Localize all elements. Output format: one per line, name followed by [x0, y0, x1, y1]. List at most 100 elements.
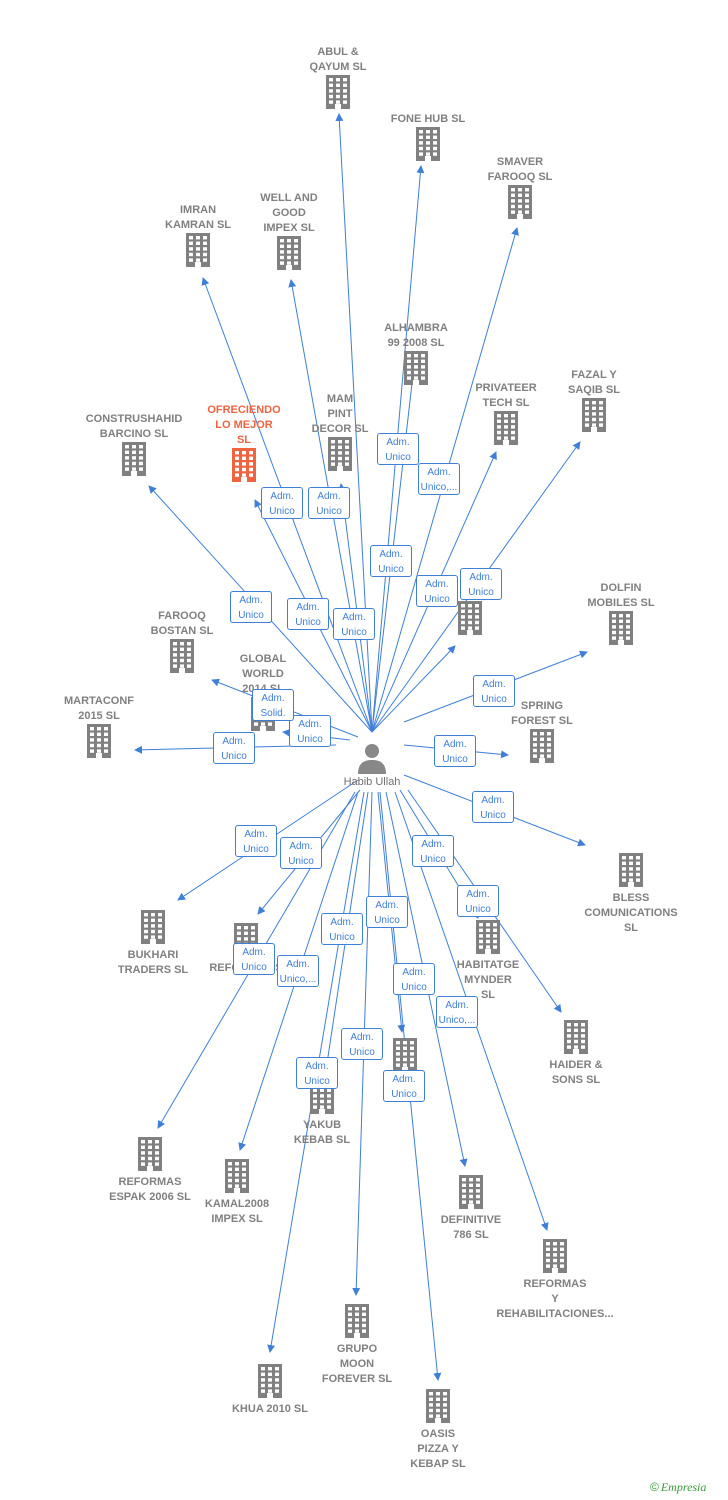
role-line1: Adm. [379, 549, 403, 560]
building-icon [345, 1304, 369, 1338]
company-node-bless[interactable]: BLESS COMUNICATIONS SL [566, 853, 696, 936]
role-tag[interactable]: Adm.Unico [333, 608, 375, 640]
company-label: ALHAMBRA 99 2008 SL [384, 322, 448, 349]
role-tag[interactable]: Adm.Unico [393, 963, 435, 995]
role-tag[interactable]: Adm.Unico [434, 735, 476, 767]
company-node-fonehub[interactable]: FONE HUB SL [363, 112, 493, 161]
role-line1: Adm. [402, 967, 426, 978]
company-node-fazal[interactable]: FAZAL Y SAQIB SL [529, 368, 659, 432]
role-tag[interactable]: Adm.Unico [233, 943, 275, 975]
company-node-reformasy[interactable]: REFORMAS Y REHABILITACIONES... [490, 1239, 620, 1322]
company-node-definitive[interactable]: DEFINITIVE 786 SL [406, 1175, 536, 1243]
building-icon [582, 398, 606, 432]
company-node-construshahid[interactable]: CONSTRUSHAHID BARCINO SL [69, 412, 199, 476]
company-node-kamal[interactable]: KAMAL2008 IMPEX SL [172, 1159, 302, 1227]
company-node-privateer[interactable]: PRIVATEER TECH SL [441, 381, 571, 445]
role-tag[interactable]: Adm.Unico [460, 568, 502, 600]
company-node-reformasespak[interactable]: REFORMAS ESPAK 2006 SL [85, 1137, 215, 1205]
role-tag[interactable]: Adm.Unico [280, 837, 322, 869]
role-tag[interactable]: Adm.Unico [321, 913, 363, 945]
role-line1: Adm. [481, 795, 505, 806]
role-tag[interactable]: Adm.Unico [230, 591, 272, 623]
role-tag[interactable]: Adm.Unico [289, 715, 331, 747]
company-label: GRUPO MOON FOREVER SL [321, 1343, 393, 1385]
center-person[interactable]: Habib Ullah [312, 742, 432, 788]
role-tag[interactable]: Adm.Unico [412, 835, 454, 867]
company-node-ofreciendo[interactable]: OFRECIENDO LO MEJOR SL [179, 403, 309, 482]
role-tag[interactable]: Adm.Unico [370, 545, 412, 577]
building-icon [564, 1020, 588, 1054]
company-label: OASIS PIZZA Y KEBAP SL [410, 1428, 466, 1470]
company-node-imran[interactable]: IMRAN KAMRAN SL [133, 203, 263, 267]
role-line2: Unico,... [438, 1015, 476, 1026]
company-label: HABITATGE MYNDER SL [456, 959, 520, 1001]
role-line2: Unico [241, 962, 267, 973]
company-label: REFORMAS ESPAK 2006 SL [109, 1176, 191, 1203]
role-line2: Unico [304, 1076, 330, 1087]
building-icon [404, 351, 428, 385]
role-tag[interactable]: Adm. Unico [377, 433, 419, 465]
company-node-habitatge[interactable]: HABITATGE MYNDER SL [423, 920, 553, 1003]
building-icon [225, 1159, 249, 1193]
role-tag[interactable]: Adm.Solid. [252, 689, 294, 721]
role-line1: Adm. [330, 917, 354, 928]
role-tag[interactable]: Adm.Unico [366, 896, 408, 928]
company-node-khua[interactable]: KHUA 2010 SL [205, 1364, 335, 1417]
company-node-spring[interactable]: SPRING FOREST SL [477, 699, 607, 763]
role-line2: Unico [391, 1089, 417, 1100]
role-tag[interactable]: Adm.Unico [383, 1070, 425, 1102]
company-node-abul[interactable]: ABUL & QAYUM SL [273, 45, 403, 109]
role-tag[interactable]: Adm.Unico [341, 1028, 383, 1060]
role-tag[interactable]: Adm.Unico [213, 732, 255, 764]
company-node-oasis[interactable]: OASIS PIZZA Y KEBAP SL [373, 1389, 503, 1472]
company-node-grupo[interactable]: GRUPO MOON FOREVER SL [292, 1304, 422, 1387]
building-icon [416, 127, 440, 161]
role-line2: Unico [374, 915, 400, 926]
company-node-bukhari[interactable]: BUKHARI TRADERS SL [88, 910, 218, 978]
role-line1: Adm. [286, 959, 310, 970]
role-line2: Unico [385, 452, 411, 463]
building-icon [609, 611, 633, 645]
company-node-wellgood[interactable]: WELL AND GOOD IMPEX SL [224, 191, 354, 270]
role-tag[interactable]: Adm.Unico [287, 598, 329, 630]
company-label: HAIDER & SONS SL [549, 1059, 603, 1086]
role-tag[interactable]: Adm.Unico [472, 791, 514, 823]
role-line1: Adm. [317, 491, 341, 502]
role-tag[interactable]: Adm.Unico [473, 675, 515, 707]
role-tag[interactable]: Adm.Unico [308, 487, 350, 519]
role-line2: Solid. [260, 708, 286, 719]
role-line1: Adm. [427, 467, 451, 478]
role-tag[interactable]: Adm.Unico [416, 575, 458, 607]
company-label: DOLFIN MOBILES SL [587, 582, 655, 609]
company-node-yakub[interactable]: YAKUB KEBAB SL [257, 1080, 387, 1148]
role-line2: Unico,... [420, 482, 458, 493]
role-tag[interactable]: Adm. Unico,... [277, 955, 319, 987]
company-node-martaconf[interactable]: MARTACONF 2015 SL [34, 694, 164, 758]
building-icon [458, 601, 482, 635]
company-node-mam[interactable]: MAM PINT DECOR SL [275, 392, 405, 471]
role-line1: Adm. [296, 602, 320, 613]
company-node-alhambra[interactable]: ALHAMBRA 99 2008 SL [351, 321, 481, 385]
role-line1: Adm. [270, 491, 294, 502]
role-line2: Unico [269, 506, 295, 517]
role-line1: Adm. [469, 572, 493, 583]
company-label: KHUA 2010 SL [231, 1403, 308, 1415]
company-node-smaver[interactable]: SMAVER FAROOQ SL [455, 155, 585, 219]
role-tag[interactable]: Adm. Unico,... [418, 463, 460, 495]
role-line1: Adm. [222, 736, 246, 747]
company-label: WELL AND GOOD IMPEX SL [260, 192, 318, 234]
role-tag[interactable]: Adm.Unico [235, 825, 277, 857]
building-icon [122, 442, 146, 476]
building-icon [476, 920, 500, 954]
company-node-haider[interactable]: HAIDER & SONS SL [511, 1020, 641, 1088]
role-line1: Adm. [386, 437, 410, 448]
role-tag[interactable]: Adm. Unico [261, 487, 303, 519]
role-line1: Adm. [289, 841, 313, 852]
company-node-farooq[interactable]: FAROOQ BOSTAN SL [117, 609, 247, 673]
role-line2: Unico,... [279, 974, 317, 985]
role-tag[interactable]: Adm.Unico,... [436, 996, 478, 1028]
role-tag[interactable]: Adm.Unico [457, 885, 499, 917]
company-node-hidden1[interactable] [405, 601, 535, 635]
role-tag[interactable]: Adm.Unico [296, 1057, 338, 1089]
company-node-dolfin[interactable]: DOLFIN MOBILES SL [556, 581, 686, 645]
